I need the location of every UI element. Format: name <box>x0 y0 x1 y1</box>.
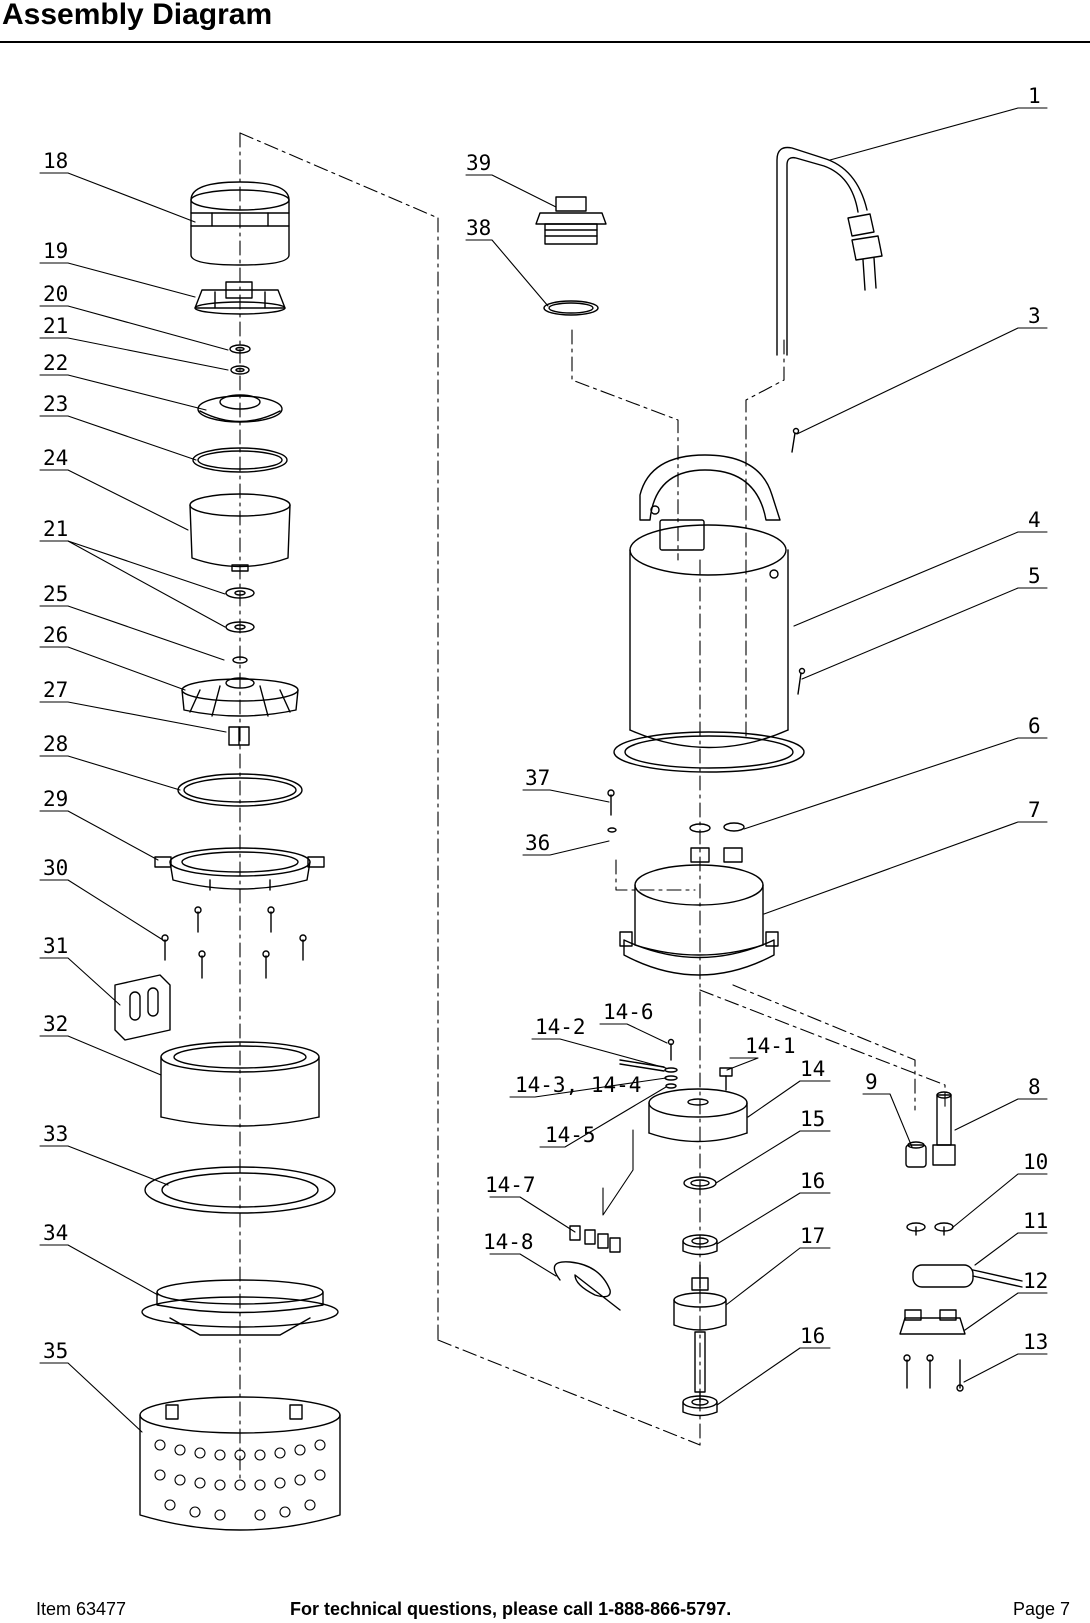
callout-33: 33 <box>43 1122 68 1146</box>
part-28-o-ring <box>177 773 303 807</box>
callout-12: 12 <box>1023 1269 1048 1293</box>
callout-9: 9 <box>865 1070 878 1094</box>
callout-26: 26 <box>43 623 68 647</box>
callout-27: 27 <box>43 678 68 702</box>
part-18-motor-cap <box>190 181 290 266</box>
callout-4: 4 <box>1028 508 1041 532</box>
part-14-6-screw <box>667 1038 675 1061</box>
callout-14-2: 14-2 <box>535 1015 586 1039</box>
callout-14-6: 14-6 <box>603 1000 654 1024</box>
callout-13: 13 <box>1023 1330 1048 1354</box>
callout-23: 23 <box>43 392 68 416</box>
part-30-screws <box>161 906 307 979</box>
callout-5: 5 <box>1028 564 1041 588</box>
callout-34: 34 <box>43 1221 68 1245</box>
callout-21-upper: 21 <box>43 314 68 338</box>
callout-38: 38 <box>466 216 491 240</box>
callout-16-upper: 16 <box>800 1169 825 1193</box>
callout-22: 22 <box>43 351 68 375</box>
callout-11: 11 <box>1023 1209 1048 1233</box>
part-29-pump-housing <box>154 847 325 891</box>
callout-29: 29 <box>43 787 68 811</box>
callout-14-5: 14-5 <box>545 1123 596 1147</box>
callout-14-1: 14-1 <box>745 1034 796 1058</box>
callout-1: 1 <box>1028 84 1041 108</box>
callout-6: 6 <box>1028 714 1041 738</box>
part-1-power-cord <box>776 146 883 356</box>
callout-14-7: 14-7 <box>485 1173 536 1197</box>
part-39-outlet-adapter <box>535 196 607 245</box>
callout-32: 32 <box>43 1012 68 1036</box>
part-24-seal-chamber <box>189 493 291 572</box>
callout-20: 20 <box>43 282 68 306</box>
part-14-switch-plate <box>648 1088 748 1143</box>
page-title: Assembly Diagram <box>2 0 273 31</box>
part-21-25-washers <box>225 587 255 664</box>
title-rule <box>0 41 1090 43</box>
part-4-motor-housing <box>613 454 805 773</box>
callout-3: 3 <box>1028 304 1041 328</box>
callout-7: 7 <box>1028 798 1041 822</box>
part-16-lower-bearing <box>682 1395 718 1417</box>
parts-20-21-washers <box>229 344 251 375</box>
callout-36: 36 <box>525 831 550 855</box>
part-11-capacitor <box>912 1264 1023 1288</box>
part-34-base-plate <box>141 1279 339 1336</box>
callout-39: 39 <box>466 151 491 175</box>
callout-35: 35 <box>43 1339 68 1363</box>
callout-14-3-14-4: 14-3, 14-4 <box>515 1073 641 1097</box>
part-38-outlet-o-ring <box>543 300 599 316</box>
callout-labels: 18 19 20 21 22 23 24 21 25 26 27 28 29 3… <box>43 84 1048 1363</box>
part-16-upper-bearing <box>682 1234 718 1256</box>
callout-16-lower: 16 <box>800 1324 825 1348</box>
footer-page-number: Page 7 <box>1012 1599 1070 1619</box>
part-14-7-wire-nuts <box>569 1225 621 1253</box>
part-14-1-fastener <box>719 1067 733 1091</box>
callout-18: 18 <box>43 149 68 173</box>
part-12-capacitor-bracket <box>899 1309 966 1335</box>
callout-14: 14 <box>800 1057 825 1081</box>
assembly-diagram: 18 19 20 21 22 23 24 21 25 26 27 28 29 3… <box>39 84 1048 1531</box>
part-10-grommets <box>906 1222 954 1236</box>
callout-21-lower: 21 <box>43 517 68 541</box>
callout-28: 28 <box>43 732 68 756</box>
callout-14-8: 14-8 <box>483 1230 534 1254</box>
part-5-housing-screw <box>797 667 806 695</box>
part-27-nut <box>228 726 250 746</box>
part-13-screws <box>903 1354 964 1392</box>
footer-item-number: Item 63477 <box>36 1599 127 1619</box>
part-3-handle-screw <box>791 427 800 453</box>
part-22-upper-cover <box>197 394 283 423</box>
callout-8: 8 <box>1028 1075 1041 1099</box>
callout-31: 31 <box>43 934 68 958</box>
part-32-volute-ring <box>160 1041 320 1127</box>
callout-10: 10 <box>1023 1150 1048 1174</box>
parts-8-9-float-tube-and-cap <box>905 1091 956 1168</box>
part-7-motor-stator <box>619 847 779 976</box>
callout-24: 24 <box>43 446 68 470</box>
part-19-cap-bracket <box>194 281 286 315</box>
part-31-clip <box>114 974 171 1041</box>
part-23-seal-ring <box>192 447 288 473</box>
part-14-8-cable-tie <box>553 1261 621 1311</box>
part-33-gasket <box>144 1166 336 1214</box>
part-6-seal-grommets <box>689 822 745 833</box>
callout-30: 30 <box>43 856 68 880</box>
assembly-axis-lines <box>239 132 946 1481</box>
part-17-rotor-shaft <box>673 1264 727 1403</box>
callout-25: 25 <box>43 582 68 606</box>
footer-support-text: For technical questions, please call 1-8… <box>290 1599 732 1619</box>
part-37-36-screw-washer <box>607 789 617 833</box>
part-35-strainer <box>139 1396 341 1531</box>
callout-15: 15 <box>800 1107 825 1131</box>
callout-17: 17 <box>800 1224 825 1248</box>
leader-lines <box>39 107 1048 1433</box>
callout-37: 37 <box>525 766 550 790</box>
callout-19: 19 <box>43 239 68 263</box>
part-26-impeller <box>181 677 299 717</box>
